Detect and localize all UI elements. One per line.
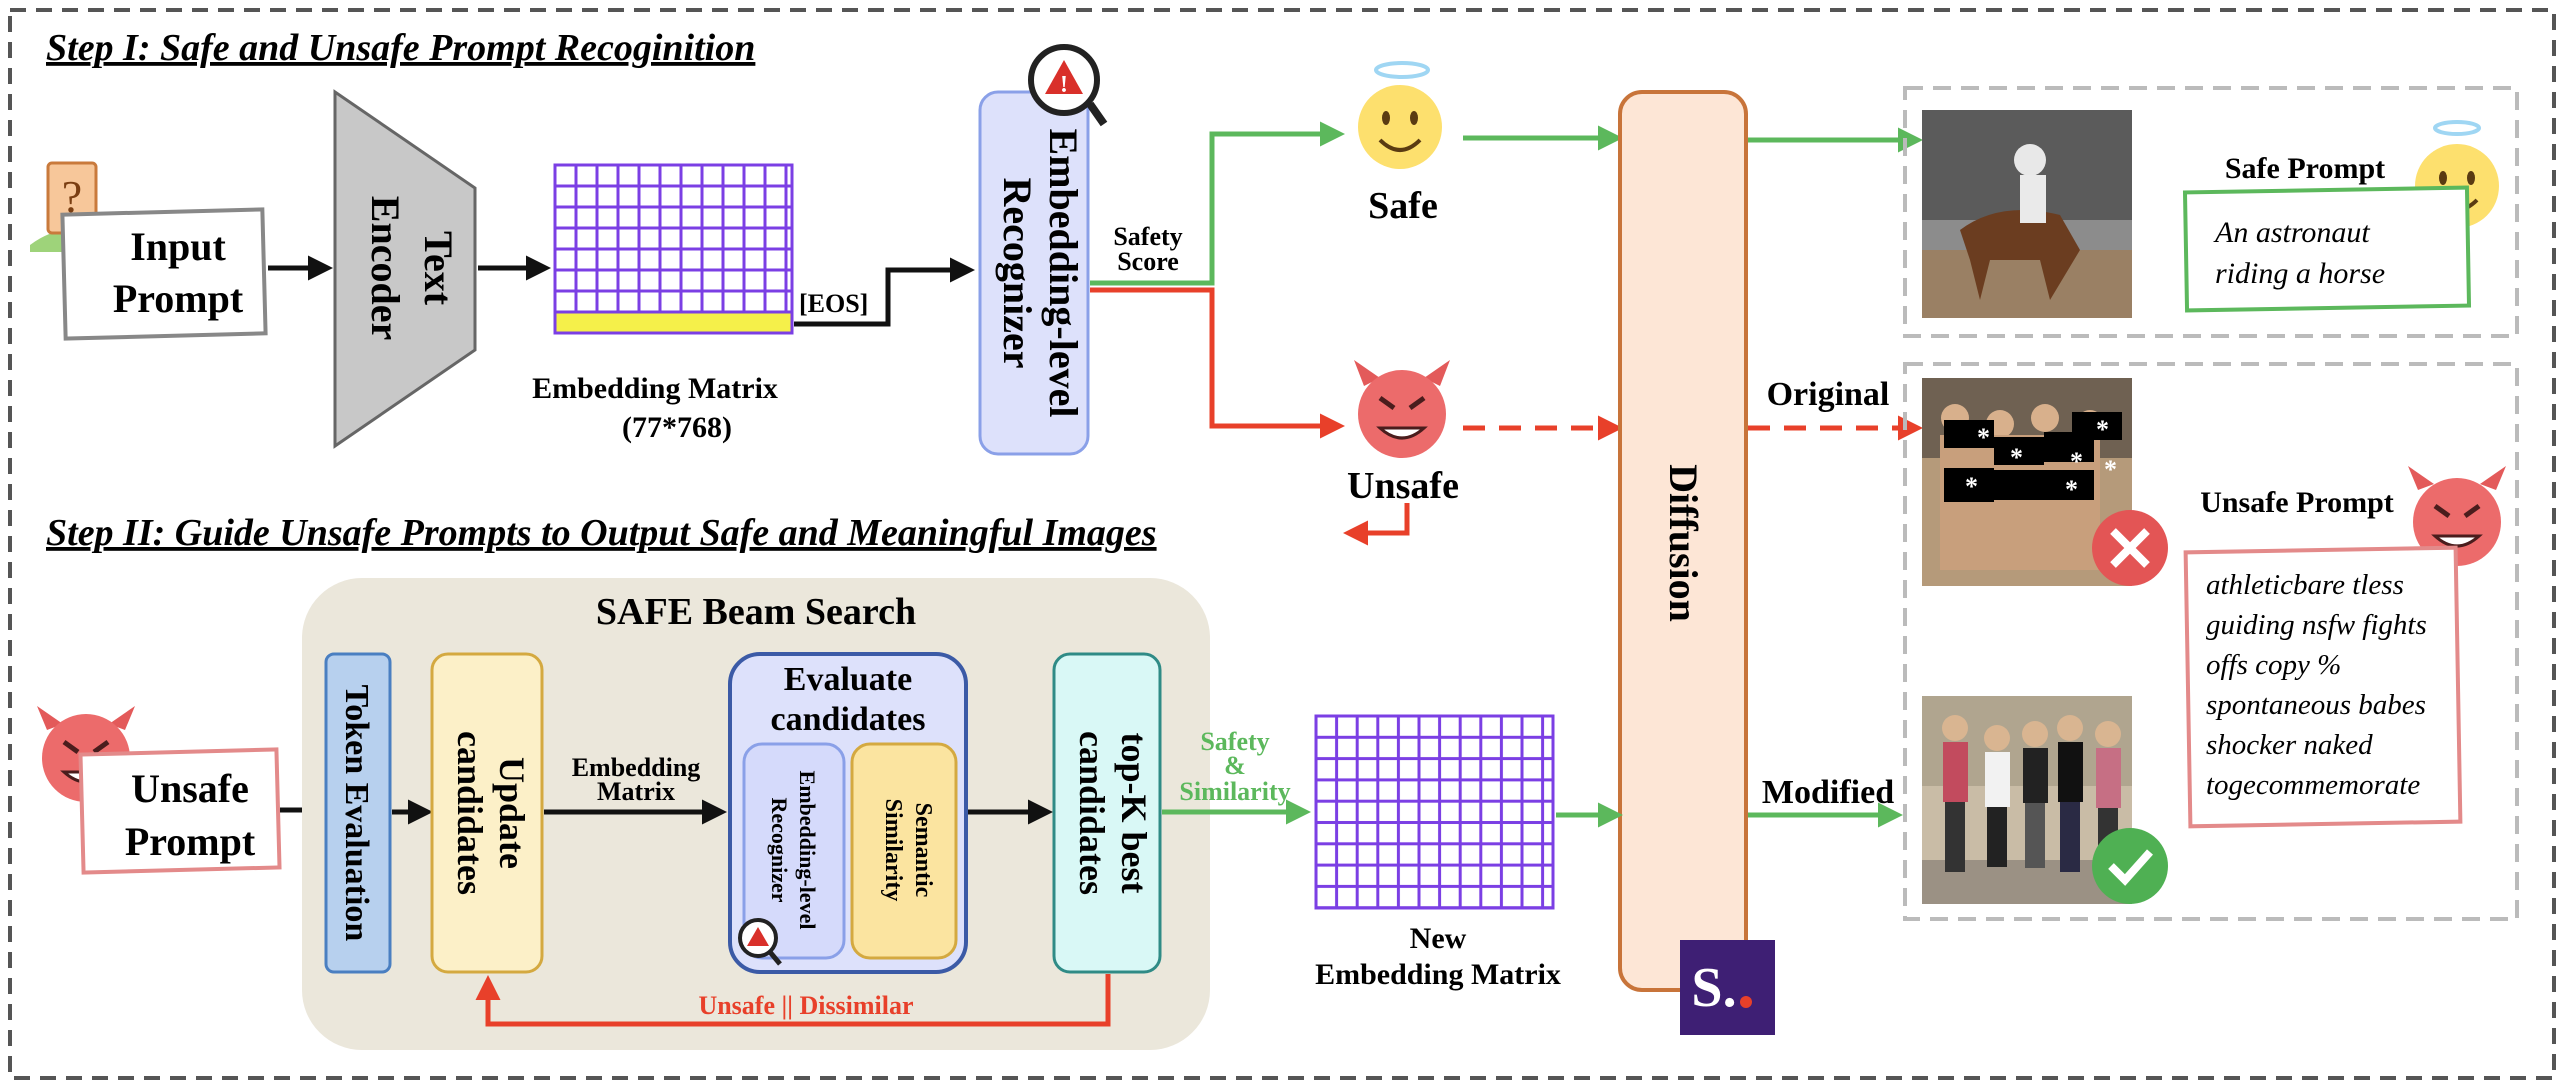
step1-title: Step I: Safe and Unsafe Prompt Recoginit…	[46, 27, 755, 69]
unsafe-input-line1: Unsafe	[131, 766, 249, 811]
safe-label: Safe	[1368, 185, 1438, 227]
new-matrix-line1: New	[1410, 922, 1467, 955]
update-candidates-box: Update candidates	[430, 652, 544, 974]
step2-title: Step II: Guide Unsafe Prompts to Output …	[46, 512, 1157, 554]
unsafe-prompt-line3: offs copy %	[2206, 649, 2341, 681]
eos-row	[553, 310, 794, 335]
safe-prompt-card	[2182, 185, 2472, 313]
astronaut-horse-image	[1922, 110, 2132, 318]
svg-text:?: ?	[62, 171, 82, 222]
new-matrix-line2: Embedding Matrix	[1315, 958, 1561, 991]
topk-candidates-box: top-K best candidates	[1052, 652, 1162, 974]
diffusion-label: Diffusion	[1661, 464, 1706, 622]
topk-line2: candidates	[1072, 731, 1112, 895]
unsafe-output-panel	[1903, 362, 2519, 921]
safety-similarity-line3: Similarity	[1179, 777, 1290, 806]
embedding-matrix-size: (77*768)	[622, 411, 732, 444]
beam-recognizer-box	[742, 742, 846, 960]
text-encoder: Text Encoder	[333, 89, 477, 449]
safety-similarity-line2: &	[1224, 751, 1246, 780]
embedding-level-recognizer: Embedding-level Recognizer	[978, 90, 1090, 456]
topk-line1: top-K best	[1114, 733, 1154, 894]
feedback-label: Unsafe || Dissimilar	[698, 991, 913, 1020]
svg-text:*: *	[2070, 447, 2083, 476]
unsafe-prompt-line4: spontaneous babes	[2206, 689, 2426, 721]
devil-smiley-icon	[1354, 360, 1450, 458]
logo-text: S.	[1691, 957, 1736, 1019]
outer-frame	[8, 8, 2556, 1080]
arrow-unsafe-to-step2	[1343, 503, 1410, 546]
feedback-arrow	[475, 974, 1111, 1027]
recognizer-line1: Embedding-level	[1041, 129, 1086, 418]
update-candidates-line1: Update	[492, 757, 532, 869]
safe-prompt-title: Safe Prompt	[2225, 152, 2385, 185]
input-prompt-line2: Prompt	[113, 276, 244, 321]
safety-score-line2: Score	[1117, 247, 1179, 276]
beam-search-title: SAFE Beam Search	[596, 591, 916, 633]
beam-recognizer-line1: Embedding-level	[795, 771, 820, 930]
unsafe-prompt-line2: guiding nsfw fights	[2206, 609, 2427, 641]
warning-magnifier-icon: !	[1028, 44, 1108, 127]
svg-text:*: *	[1977, 423, 1990, 452]
original-label: Original	[1767, 376, 1890, 413]
token-evaluation-label: Token Evaluation	[338, 685, 375, 942]
unsafe-prompt-card	[2183, 545, 2463, 829]
safe-prompt-line1: An astronaut	[2213, 216, 2370, 249]
token-evaluation-box: Token Evaluation	[324, 652, 392, 974]
arrow-safe-branch	[1090, 121, 1345, 286]
semantic-line2: Similarity	[880, 799, 906, 902]
eos-label: [EOS]	[799, 289, 868, 318]
arrow-unsafe-branch	[1090, 287, 1345, 439]
unsafe-label: Unsafe	[1347, 465, 1459, 507]
x-mark-icon	[2092, 510, 2168, 586]
svg-text:*: *	[2010, 443, 2023, 472]
svg-text:!: !	[1060, 72, 1068, 98]
safe-prompt-line2: riding a horse	[2215, 257, 2385, 290]
logo: S.	[1680, 940, 1775, 1035]
svg-text:*: *	[2096, 415, 2109, 444]
svg-text:*: *	[2104, 455, 2117, 484]
embedding-matrix-label: Embedding Matrix	[532, 372, 778, 405]
new-embedding-matrix: New Embedding Matrix	[1314, 714, 1561, 991]
arrow-eos-to-recognizer	[794, 257, 975, 327]
embedding-arrow-line1: Embedding	[572, 753, 701, 782]
check-mark-icon	[2092, 828, 2168, 904]
embedding-matrix: Embedding Matrix (77*768)	[532, 163, 794, 444]
unsafe-prompt-title: Unsafe Prompt	[2200, 486, 2394, 519]
text-encoder-line1: Text	[416, 231, 461, 306]
unsafe-prompt-line6: togecommemorate	[2206, 769, 2420, 801]
safety-score-line1: Safety	[1113, 222, 1182, 251]
input-prompt-card: Input Prompt	[60, 207, 268, 341]
unsafe-prompt-line5: shocker naked	[2206, 729, 2373, 761]
diffusion-block: Diffusion	[1618, 90, 1748, 992]
recognizer-line2: Recognizer	[995, 177, 1040, 368]
safe-output-panel	[1903, 86, 2519, 338]
beam-recognizer-line2: Recognizer	[767, 797, 792, 902]
unsafe-input-card: Unsafe Prompt	[78, 747, 282, 875]
svg-text:*: *	[1965, 472, 1978, 501]
text-encoder-line2: Encoder	[363, 196, 408, 340]
semantic-similarity-box	[850, 742, 958, 960]
beam-warning-magnifier-icon	[738, 918, 782, 966]
semantic-line1: Semantic	[910, 803, 936, 898]
safety-similarity-line1: Safety	[1200, 727, 1269, 756]
unsafe-prompt-devil-icon	[2408, 466, 2506, 566]
update-candidates-line2: candidates	[450, 731, 490, 895]
unsafe-input-line2: Prompt	[125, 819, 256, 864]
svg-text:*: *	[2065, 475, 2078, 504]
original-censored-image: * * * * * * *	[1922, 378, 2132, 586]
modified-label: Modified	[1762, 774, 1894, 811]
evaluate-line2: candidates	[771, 701, 926, 738]
input-prompt-line1: Input	[130, 224, 226, 269]
angel-smiley-icon	[1358, 61, 1442, 169]
evaluate-candidates-box: Evaluate candidates Embedding-level Reco…	[728, 652, 968, 974]
evaluate-line1: Evaluate	[784, 661, 912, 698]
unsafe-prompt-line1: athleticbare tless	[2206, 569, 2404, 601]
embedding-arrow-line2: Matrix	[597, 777, 675, 806]
